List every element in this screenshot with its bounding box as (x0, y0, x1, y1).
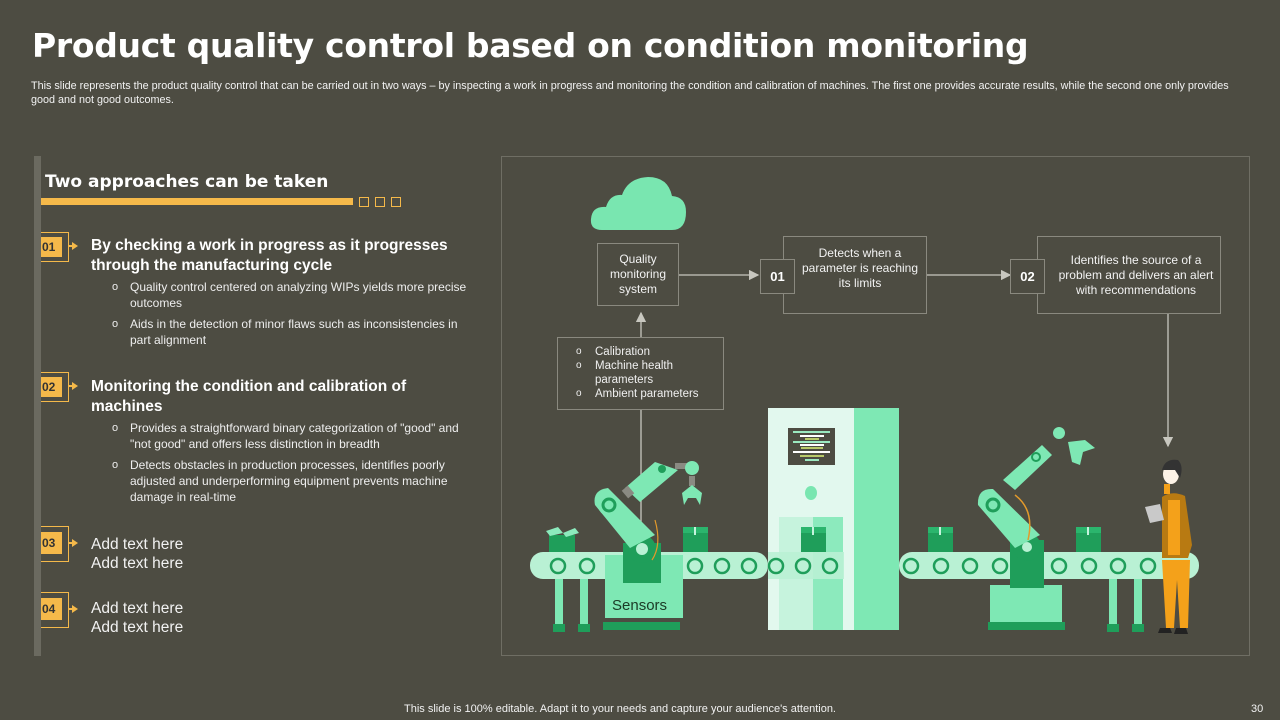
number-badge-frame: 01 (41, 232, 69, 262)
arrow-right-icon (68, 539, 78, 547)
step-1-text: Detects when a parameter is reaching its… (801, 245, 919, 290)
box-icon (928, 527, 953, 552)
bullet-item: Aids in the detection of minor flaws suc… (112, 316, 472, 348)
step-2-text: Identifies the source of a problem and d… (1058, 252, 1214, 297)
quality-monitoring-system-box: Quality monitoring system (597, 243, 679, 306)
placeholder-line: Add text here (91, 619, 184, 636)
footer-note: This slide is 100% editable. Adapt it to… (404, 703, 836, 715)
step-2-number: 02 (1010, 259, 1045, 294)
quality-system-label: Quality monitoring system (609, 252, 667, 296)
decor-square-icon (359, 197, 369, 207)
number-badge: 03 (41, 532, 62, 554)
approach-1-bullets: Quality control centered on analyzing WI… (112, 279, 472, 353)
arrow-right-icon (68, 605, 78, 613)
approach-2-bullets: Provides a straightforward binary catego… (112, 420, 472, 510)
placeholder-text: Add text here Add text here (91, 535, 461, 573)
page-number: 30 (1251, 703, 1264, 715)
step-1-box: Detects when a parameter is reaching its… (783, 236, 927, 314)
arrow-right-icon (68, 382, 78, 390)
approach-heading: By checking a work in progress as it pro… (91, 237, 448, 274)
number-badge-frame: 02 (41, 372, 69, 402)
parameter-item: Ambient parameters (576, 387, 706, 401)
number-badge: 04 (41, 598, 62, 620)
approach-heading: Monitoring the condition and calibration… (91, 378, 407, 415)
step-1-number: 01 (760, 259, 795, 294)
box-icon (801, 527, 826, 552)
robot-arm-right (977, 427, 1095, 630)
slide-title: Product quality control based on conditi… (32, 26, 1029, 65)
sensors-label: Sensors (612, 597, 668, 614)
worker-with-tablet (1145, 459, 1192, 634)
decor-square-icon (391, 197, 401, 207)
heading-underline (41, 198, 353, 205)
parameter-item: Machine health parameters (576, 359, 706, 387)
number-badge-frame: 03 (41, 526, 69, 562)
placeholder-text: Add text here Add text here (91, 599, 461, 637)
parameter-item: Calibration (576, 345, 706, 359)
placeholder-line: Add text here (91, 536, 184, 553)
number-badge: 02 (41, 377, 62, 397)
diagram-frame (501, 156, 1250, 656)
arrow-right-icon (68, 242, 78, 250)
slide-subtitle: This slide represents the product qualit… (31, 80, 1229, 106)
bullet-item: Provides a straightforward binary catego… (112, 420, 472, 452)
decor-square-icon (375, 197, 385, 207)
bullet-item: Detects obstacles in production processe… (112, 457, 472, 505)
number-badge: 01 (41, 237, 62, 257)
step-2-box: Identifies the source of a problem and d… (1037, 236, 1221, 314)
cloud-icon (590, 177, 686, 230)
box-icon (683, 527, 708, 552)
processing-machine (768, 408, 899, 630)
approaches-heading: Two approaches can be taken (45, 172, 329, 192)
number-badge-frame: 04 (41, 592, 69, 628)
bullet-item: Quality control centered on analyzing WI… (112, 279, 472, 311)
parameters-box: Calibration Machine health parameters Am… (557, 337, 724, 410)
robot-arm-left (594, 461, 702, 630)
placeholder-line: Add text here (91, 555, 184, 572)
panel-side-bar (34, 156, 41, 656)
box-icon (1076, 527, 1101, 552)
placeholder-line: Add text here (91, 600, 184, 617)
box-icon (546, 527, 579, 552)
